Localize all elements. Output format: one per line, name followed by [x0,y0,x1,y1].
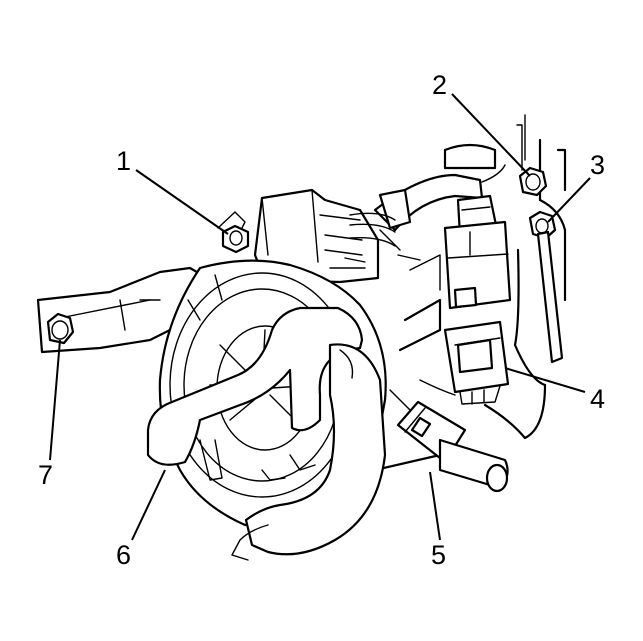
heater-hose [146,306,387,561]
upper-housing [253,188,380,284]
callout-2: 2 [432,70,447,100]
ground-strap [528,210,564,364]
callout-3: 3 [590,150,605,180]
upper-nut [518,166,548,197]
callout-7: 7 [38,460,53,490]
wiring-harness [349,164,506,247]
callout-4-leader [504,367,586,393]
callout-5-leader [429,471,441,541]
electrical-connector [443,320,510,405]
callout-1: 1 [116,146,131,176]
electrical-connector-upper [443,194,512,310]
bracket-nut [46,312,75,345]
callout-6: 6 [116,540,131,570]
callout-5: 5 [431,540,446,570]
callout-6-leader [131,469,166,541]
stud-bolt [217,211,250,254]
angled-connector [396,400,509,493]
callout-4: 4 [590,384,605,414]
callout-7-leader [49,339,61,461]
callout-3-leader [547,177,591,223]
callout-2-leader [451,93,531,177]
callout-1-leader [135,169,229,235]
vehicle-frame [373,114,567,472]
